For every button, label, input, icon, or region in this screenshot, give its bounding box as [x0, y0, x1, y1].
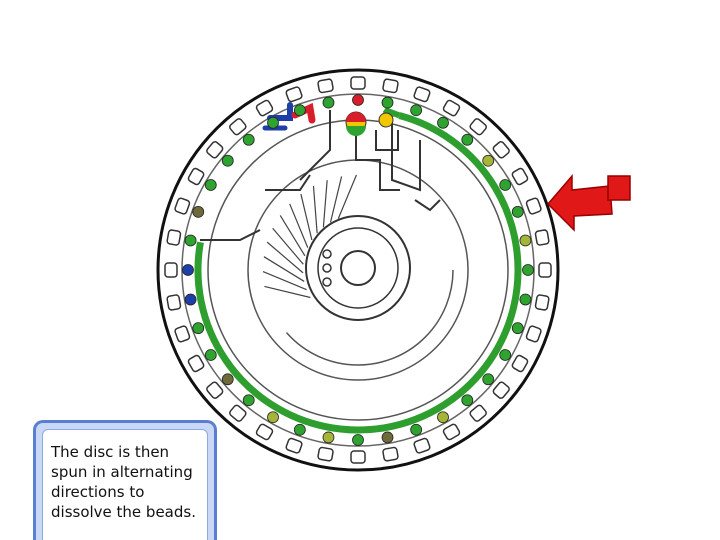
- chamber: [492, 381, 510, 399]
- chamber: [534, 229, 550, 246]
- bead: [184, 293, 197, 306]
- bead: [184, 234, 197, 247]
- chamber: [538, 262, 552, 278]
- bead: [519, 234, 532, 247]
- chamber: [413, 437, 431, 454]
- caption-panel: The disc is then spun in alternating dir…: [42, 429, 208, 540]
- caption-text: The disc is then spun in alternating dir…: [51, 443, 196, 521]
- chamber: [317, 78, 334, 94]
- bead: [482, 154, 495, 167]
- bead: [437, 411, 449, 424]
- chamber: [525, 325, 542, 343]
- bead: [242, 133, 255, 146]
- spiral-line: [279, 215, 306, 257]
- center-hub: [305, 215, 411, 321]
- upper-channels: [200, 110, 441, 241]
- bead: [293, 104, 306, 117]
- spiral-line: [322, 180, 328, 228]
- outer-ring-chambers: [164, 76, 552, 464]
- spiral-line: [264, 285, 311, 299]
- bead: [352, 94, 364, 106]
- spiral-line: [337, 174, 357, 219]
- chamber: [317, 446, 334, 462]
- chamber: [382, 446, 399, 462]
- chamber: [174, 325, 191, 343]
- red-block-arrow-icon: [546, 173, 631, 232]
- chamber: [187, 167, 205, 186]
- chamber: [229, 118, 247, 136]
- bead: [499, 179, 512, 191]
- bead: [322, 96, 335, 109]
- bead: [293, 423, 306, 436]
- green-arc: [194, 112, 522, 434]
- bead: [322, 431, 335, 444]
- chamber: [525, 197, 542, 215]
- chamber: [164, 262, 178, 278]
- bead: [437, 116, 449, 129]
- chamber: [206, 381, 224, 399]
- chamber: [229, 404, 247, 422]
- spiral-channels: [262, 174, 454, 366]
- chamber: [255, 99, 274, 117]
- top-reagent-bulbs: [345, 111, 394, 136]
- spiral-line: [262, 271, 307, 291]
- bead: [461, 394, 474, 407]
- bead: [482, 373, 495, 386]
- chamber: [166, 294, 182, 311]
- bead: [410, 423, 423, 436]
- bead: [381, 96, 394, 109]
- spiral-line: [289, 203, 309, 248]
- chamber: [166, 229, 182, 246]
- bead: [242, 394, 255, 407]
- chamber: [469, 118, 487, 136]
- spiral-line: [266, 241, 304, 274]
- chamber: [285, 86, 303, 103]
- bead: [192, 205, 205, 218]
- chamber: [187, 354, 205, 373]
- beads: [182, 94, 534, 446]
- bead: [499, 349, 512, 361]
- bead: [182, 264, 194, 276]
- bead: [267, 411, 279, 424]
- chamber: [442, 99, 461, 117]
- bead: [204, 349, 217, 361]
- chamber: [285, 437, 303, 454]
- bead: [192, 322, 205, 335]
- chamber: [511, 167, 529, 186]
- chamber: [469, 404, 487, 422]
- caption-callout: The disc is then spun in alternating dir…: [33, 420, 217, 540]
- bead: [511, 205, 524, 218]
- spiral-line: [272, 227, 304, 265]
- bead: [461, 133, 474, 146]
- bead: [221, 154, 234, 167]
- spiral-line: [329, 176, 343, 223]
- bead: [204, 179, 217, 191]
- chamber: [350, 76, 366, 90]
- bead: [511, 322, 524, 335]
- bead: [410, 104, 423, 117]
- chamber: [174, 197, 191, 215]
- spiral-arc: [262, 174, 454, 366]
- spiral-line: [300, 193, 313, 241]
- chamber: [492, 141, 510, 159]
- bead: [381, 431, 394, 444]
- chamber: [413, 86, 431, 103]
- bead: [352, 434, 364, 446]
- bead: [519, 293, 532, 306]
- chamber: [534, 294, 550, 311]
- bead: [221, 373, 234, 386]
- spiral-line: [312, 186, 318, 234]
- chamber: [206, 141, 224, 159]
- chamber: [382, 78, 399, 94]
- chamber: [255, 423, 274, 441]
- bead: [267, 116, 279, 129]
- chamber: [350, 450, 366, 464]
- chamber: [442, 423, 461, 441]
- bead: [522, 264, 534, 276]
- spiral-line: [263, 256, 305, 282]
- chamber: [511, 354, 529, 373]
